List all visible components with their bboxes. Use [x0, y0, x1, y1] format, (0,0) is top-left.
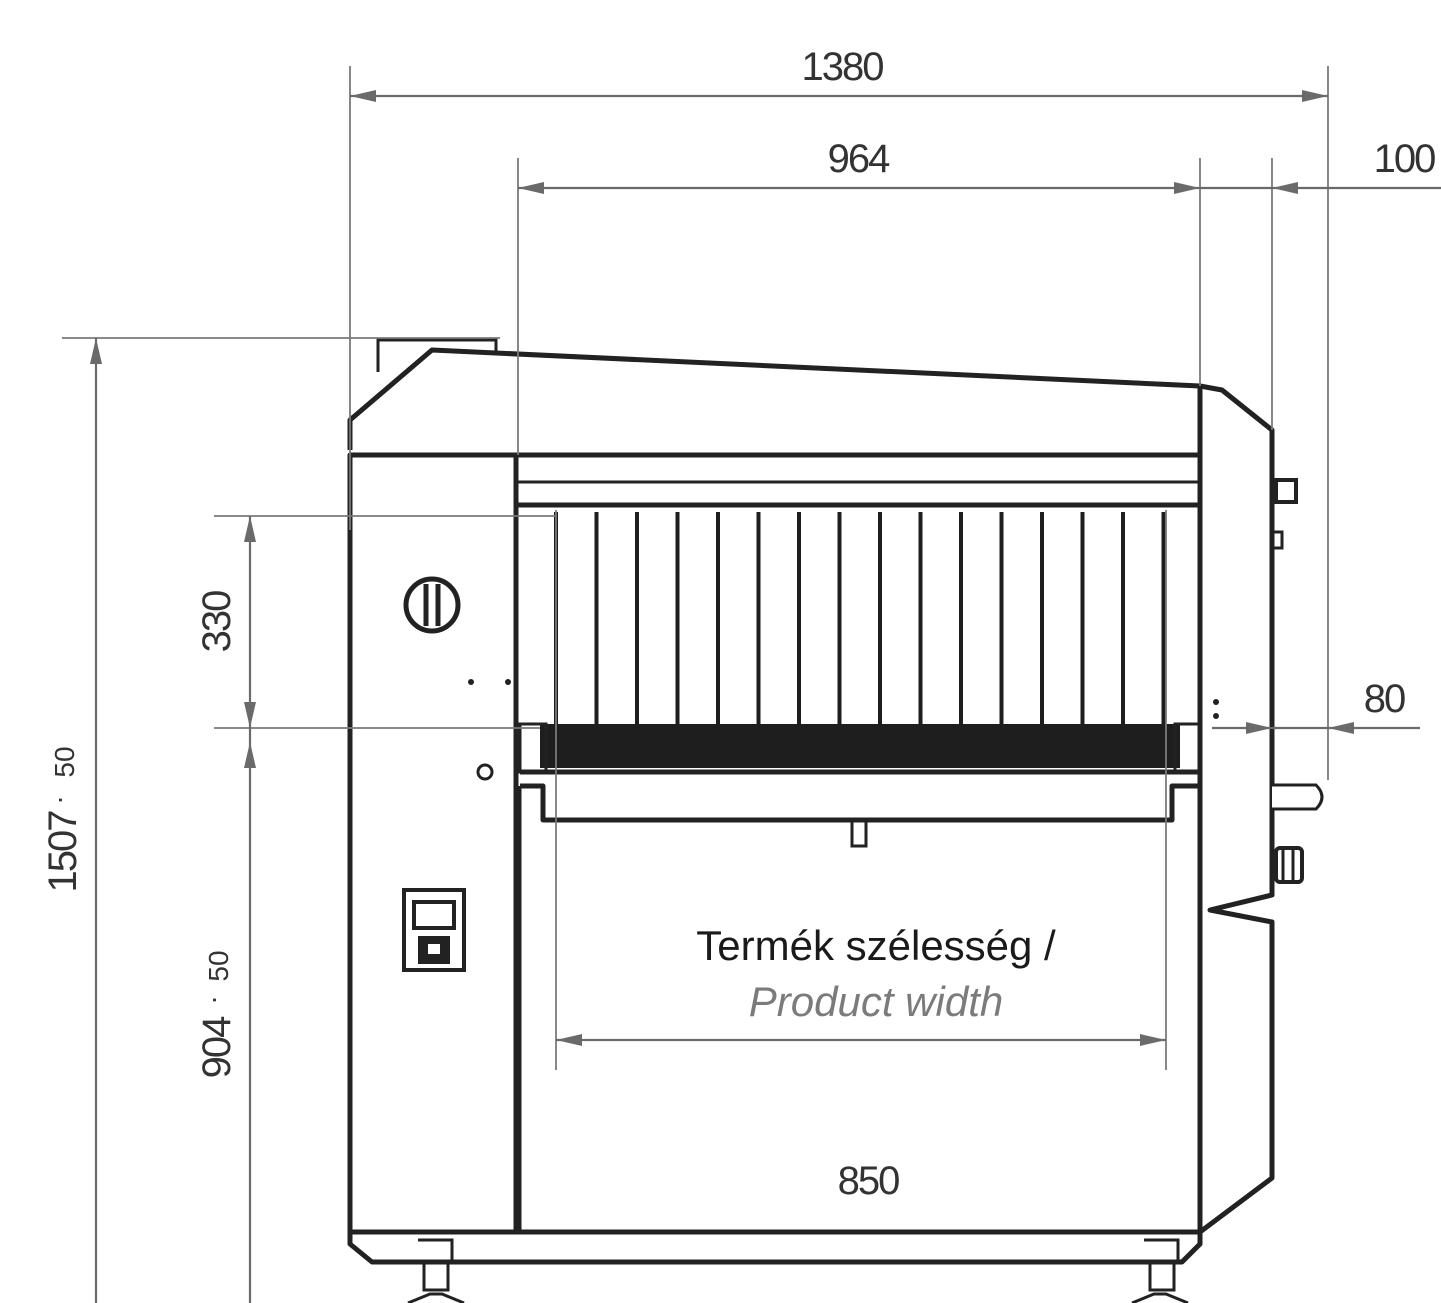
arrow-head: [350, 90, 376, 102]
machine-outline: [347, 338, 1324, 1303]
indicator-dot: [505, 679, 511, 685]
dim-label-inner-width: 964: [828, 137, 890, 181]
left-column: [347, 452, 519, 1235]
side-handle-bar: [1272, 783, 1324, 811]
indicator-lamp-icon: [476, 763, 494, 781]
side-bracket: [1270, 530, 1284, 550]
dim-label-front-offset: 80: [1364, 677, 1405, 721]
tolerance-separator: ·: [197, 995, 228, 1004]
arrow-head: [1272, 182, 1298, 194]
right-foot: [1131, 1238, 1189, 1303]
dim-label-side-offset: 100: [1374, 137, 1435, 181]
chest-fins: [554, 512, 1166, 724]
top-cover: [347, 347, 1203, 450]
ironing-roller: [540, 724, 1180, 768]
arrow-head: [1302, 90, 1328, 102]
arrow-head: [1246, 722, 1272, 734]
product-width-label-hungarian: Termék szélesség /: [696, 922, 1056, 969]
arrow-head: [244, 516, 256, 542]
dim-label-bottom-width: 850: [838, 1159, 899, 1203]
arrow-head: [518, 182, 544, 194]
base-frame: [347, 1229, 1203, 1265]
dim-label-work-height: 904: [195, 1016, 239, 1078]
arrow-head: [244, 702, 256, 728]
tray-handle: [850, 818, 868, 848]
dim-label-overall-width: 1380: [802, 45, 884, 89]
control-knob-icon: [403, 576, 461, 634]
arrow-head: [1140, 1034, 1166, 1046]
adjustment-wheel-icon: [1274, 846, 1304, 884]
indicator-dot: [1213, 713, 1219, 719]
feed-tray: [520, 769, 1203, 823]
arrow-head: [244, 742, 256, 768]
side-switch-icon: [1274, 478, 1298, 504]
top-cap-block: [376, 338, 498, 372]
left-foot: [407, 1238, 465, 1303]
tolerance-separator: ·: [43, 795, 74, 804]
tolerance-work-height: 50: [203, 950, 234, 981]
product-width-label-english: Product width: [749, 978, 1003, 1025]
tolerance-total-height: 50: [49, 746, 80, 777]
power-socket-icon: [402, 888, 466, 972]
dimension-annotations: 1380 964 100 80 330 904 50 · 1507 50 ·: [41, 45, 1441, 1303]
arrow-head: [1174, 182, 1200, 194]
right-side-frame: [1198, 383, 1275, 1234]
arrow-head: [90, 338, 102, 364]
dim-label-total-height: 1507: [41, 811, 85, 893]
dim-label-opening-height: 330: [195, 591, 239, 652]
chest-header: [516, 452, 1203, 508]
arrow-head: [556, 1034, 582, 1046]
arrow-head: [1328, 722, 1354, 734]
indicator-dot: [468, 679, 474, 685]
indicator-dot: [1213, 699, 1219, 705]
